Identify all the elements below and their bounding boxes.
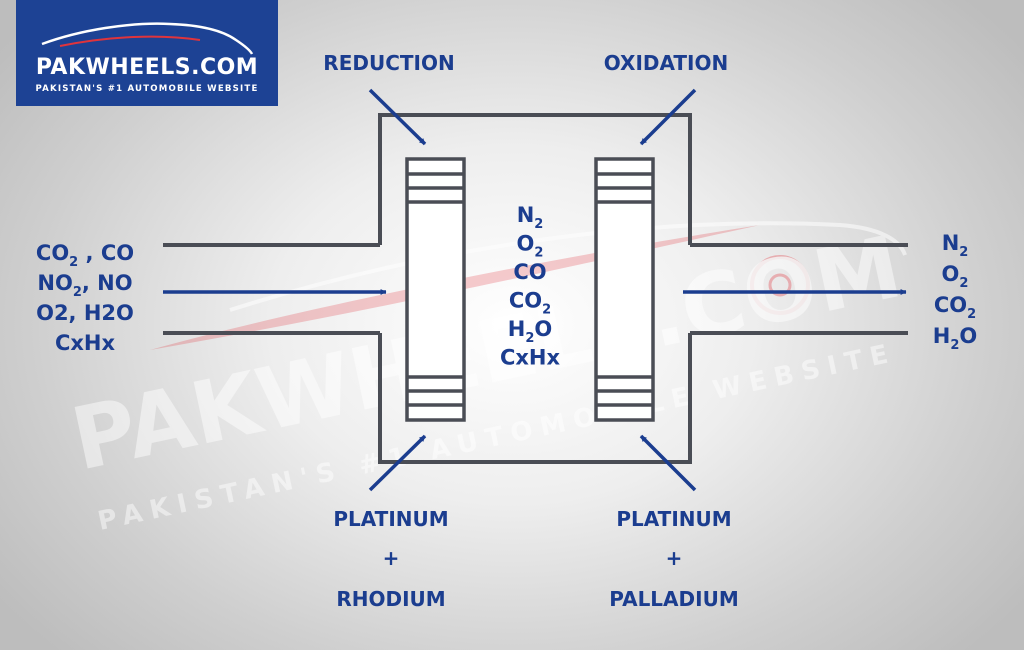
formula-text: O <box>959 324 977 348</box>
formula-text: O <box>942 262 960 286</box>
subscript: 2 <box>69 255 78 270</box>
left-catalyst-arrow <box>368 434 427 492</box>
subscript: 2 <box>542 303 551 318</box>
oxidation-catalyst <box>594 157 655 422</box>
subscript: 2 <box>959 245 968 260</box>
oxidation-arrow <box>639 88 697 146</box>
right-catalyst-plus: + <box>666 546 683 570</box>
subscript: 2 <box>525 331 534 346</box>
watermark-wheel-icon <box>750 255 810 315</box>
reduction-catalyst <box>405 157 466 422</box>
formula-text: , NO <box>82 271 133 295</box>
formula-text: CO <box>513 260 546 284</box>
outlet-gas-line-2: O2 <box>942 262 969 291</box>
intermediate-gas-line-1: N2 <box>517 203 544 232</box>
formula-text: H <box>508 317 526 341</box>
formula-text: O <box>534 317 552 341</box>
outlet-gas-line-1: N2 <box>942 231 969 260</box>
subscript: 2 <box>534 217 543 232</box>
intermediate-gas-line-4: CO2 <box>509 289 551 318</box>
left-catalyst-metal-1: PLATINUM <box>333 507 448 531</box>
formula-text: H <box>933 324 951 348</box>
subscript: 2 <box>967 307 976 322</box>
flow-arrows <box>163 88 907 492</box>
subscript: 2 <box>950 338 959 353</box>
brand-name: PAKWHEELS.COM <box>36 55 258 80</box>
formula-text: , CO <box>78 241 134 265</box>
watermark: PAKWHEELS.COM PAKISTAN'S #1 AUTOMOBILE W… <box>64 217 910 537</box>
outlet-gas-line-3: CO2 <box>934 293 976 322</box>
intermediate-gas-line-2: O2 <box>517 232 544 261</box>
left-catalyst-plus: + <box>383 546 400 570</box>
formula-text: N <box>942 231 960 255</box>
brand-logo-bg <box>16 0 278 106</box>
formula-text: CxHx <box>55 331 116 355</box>
reduction-arrow <box>368 88 427 146</box>
formula-text: CO <box>509 289 542 313</box>
brand-car-icon <box>41 22 254 55</box>
oxidation-label: OXIDATION <box>604 51 729 75</box>
subscript: 2 <box>534 246 543 261</box>
formula-text: CxHx <box>500 346 561 370</box>
subscript: 2 <box>959 276 968 291</box>
inlet-gas-line-2: NO2, NO <box>37 271 132 300</box>
exhaust-pipes <box>163 243 908 335</box>
formula-text: O2, H2O <box>36 301 134 325</box>
inlet-gas-line-1: CO2 , CO <box>36 241 134 270</box>
formula-text: CO <box>934 293 967 317</box>
subscript: 2 <box>73 285 82 300</box>
right-catalyst-metal-2: PALLADIUM <box>609 587 738 611</box>
intermediate-gas-line-6: CxHx <box>500 346 561 370</box>
inlet-gas-line-3: O2, H2O <box>36 301 134 325</box>
formula-text: O <box>517 232 535 256</box>
formula-text: CO <box>36 241 69 265</box>
right-catalyst-metal-1: PLATINUM <box>616 507 731 531</box>
intermediate-gas-line-3: CO <box>513 260 546 284</box>
inlet-gas-line-4: CxHx <box>55 331 116 355</box>
intermediate-gas-line-5: H2O <box>508 317 552 346</box>
watermark-car-outline <box>229 221 907 312</box>
left-catalyst-metal-2: RHODIUM <box>336 587 445 611</box>
formula-text: N <box>517 203 535 227</box>
right-catalyst-arrow <box>639 434 697 492</box>
brand-logo: PAKWHEELS.COM PAKISTAN'S #1 AUTOMOBILE W… <box>16 0 278 106</box>
outlet-gas-line-4: H2O <box>933 324 977 353</box>
formula-text: NO <box>37 271 72 295</box>
converter-body <box>378 113 692 464</box>
brand-tagline: PAKISTAN'S #1 AUTOMOBILE WEBSITE <box>35 84 258 94</box>
reduction-label: REDUCTION <box>323 51 454 75</box>
